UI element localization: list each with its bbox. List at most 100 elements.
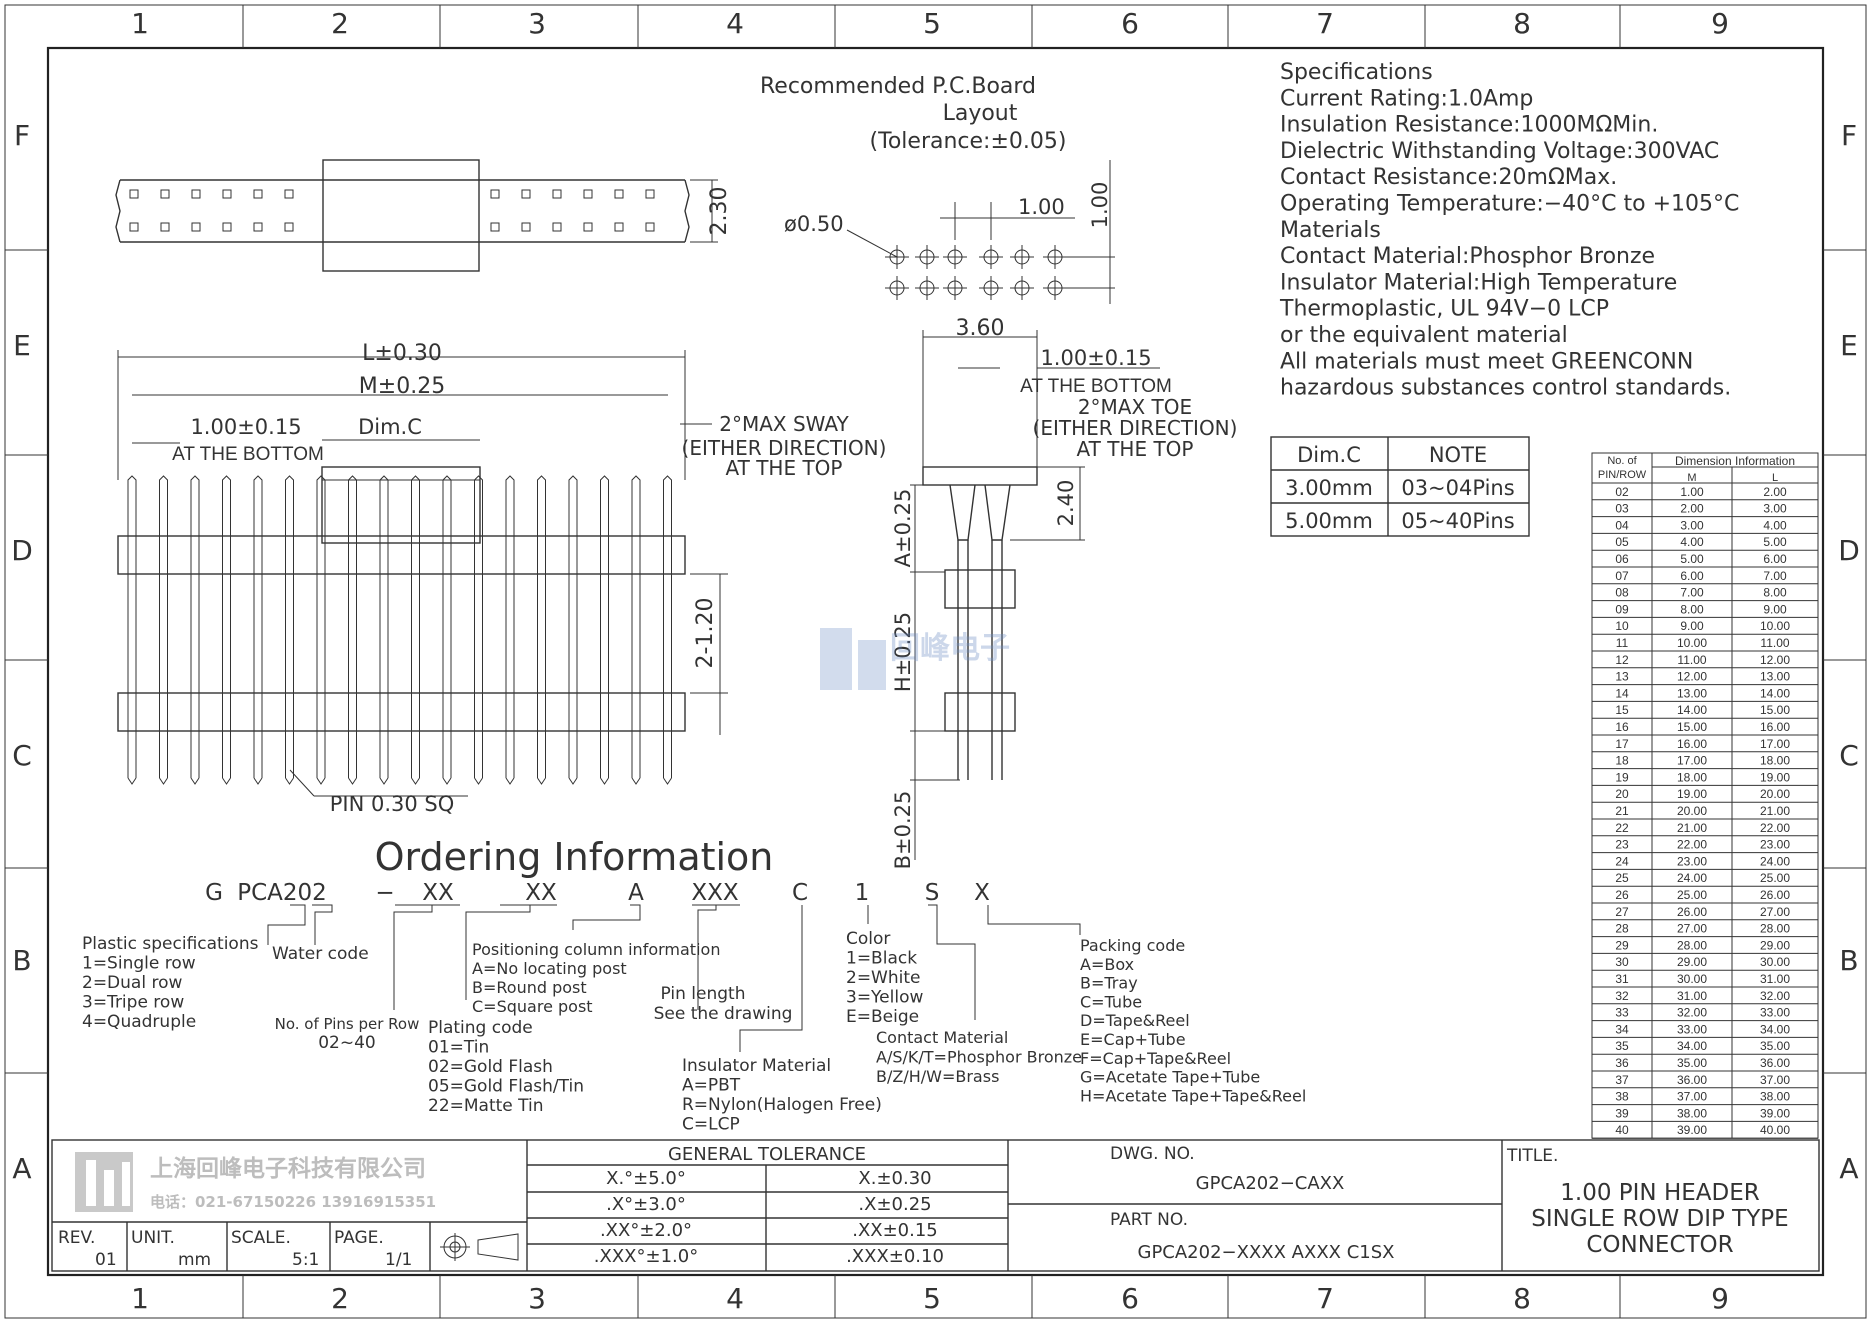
order-plating-2: 02=Gold Flash (428, 1057, 553, 1077)
dim-cell-L: 22.00 (1760, 821, 1790, 835)
order-packing-2: B=Tray (1080, 974, 1138, 993)
zone-col-top-8: 8 (1513, 7, 1531, 40)
order-water-code: Water code (272, 944, 369, 964)
order-plastic-0: Plastic specifications (82, 934, 259, 954)
top-view-pin-square (521, 189, 531, 199)
order-color-3: 3=Yellow (846, 988, 923, 1008)
dim-cell-pins: 07 (1615, 569, 1629, 583)
dim-cell-L: 13.00 (1760, 670, 1790, 684)
dim-cell-M: 14.00 (1677, 703, 1707, 717)
dim-cell-M: 17.00 (1677, 754, 1707, 768)
zone-col-bottom-4: 4 (726, 1282, 744, 1315)
dim-cell-pins: 14 (1615, 686, 1629, 700)
dim-cell-pins: 05 (1615, 535, 1629, 549)
order-packing-5: E=Cap+Tube (1080, 1030, 1186, 1049)
dim-cell-M: 34.00 (1677, 1039, 1707, 1053)
dim-cell-pins: 25 (1615, 871, 1629, 885)
dim-cell-M: 30.00 (1677, 972, 1707, 986)
zone-row-left-C: C (12, 739, 32, 772)
dim-cell-L: 5.00 (1763, 535, 1787, 549)
order-packing-6: F=Cap+Tape&Reel (1080, 1049, 1231, 1068)
dim-cell-L: 40.00 (1760, 1123, 1790, 1137)
front-pin-label: PIN 0.30 SQ (330, 792, 455, 816)
dim-cell-M: 27.00 (1677, 922, 1707, 936)
side-bottom-pitch: 1.00±0.15 (1040, 346, 1151, 370)
zone-row-right-C: C (1839, 739, 1859, 772)
dim-cell-pins: 23 (1615, 838, 1629, 852)
title-label: TITLE. (1506, 1146, 1558, 1166)
inner-frame (46, 46, 1825, 1277)
title-line2: SINGLE ROW DIP TYPE (1531, 1206, 1788, 1232)
zone-row-right-B: B (1839, 944, 1858, 977)
dim-cell-L: 10.00 (1760, 619, 1790, 633)
order-plating-4: 22=Matte Tin (428, 1096, 544, 1116)
order-plastic-4: 4=Quadruple (82, 1012, 196, 1032)
scale-label: SCALE. (231, 1228, 291, 1248)
top-view-pin-square (160, 222, 170, 232)
zone-col-top-9: 9 (1711, 7, 1729, 40)
spec-line-10: or the equivalent material (1280, 323, 1568, 348)
dim-cell-L: 26.00 (1760, 888, 1790, 902)
dim-cell-L: 7.00 (1763, 569, 1787, 583)
tolerance-angle: .X°±3.0° (606, 1194, 686, 1215)
top-view-pin-square (253, 189, 263, 199)
dim-cell-L: 23.00 (1760, 838, 1790, 852)
dim-cell-pins: 31 (1615, 972, 1629, 986)
spec-line-11: All materials must meet GREENCONN (1280, 349, 1693, 374)
top-view-pin-square (129, 222, 139, 232)
dim-cell-M: 33.00 (1677, 1022, 1707, 1036)
dim-cell-pins: 24 (1615, 854, 1629, 868)
order-pinlen-note: See the drawing (654, 1004, 793, 1024)
spec-line-2: Insulation Resistance:1000MΩMin. (1280, 113, 1658, 138)
dim-cell-L: 38.00 (1760, 1090, 1790, 1104)
top-view-pin-square (160, 189, 170, 199)
outer-frame (4, 4, 1867, 1319)
front-sway-line1: 2°MAX SWAY (719, 412, 849, 436)
dim-cell-L: 12.00 (1760, 653, 1790, 667)
dim-cell-M: 10.00 (1677, 636, 1707, 650)
dim-cell-L: 15.00 (1760, 703, 1790, 717)
order-code-segment: XX (525, 880, 557, 906)
dim-cell-pins: 13 (1615, 670, 1629, 684)
order-insulator-1: A=PBT (682, 1076, 741, 1096)
dim-cell-L: 8.00 (1763, 586, 1787, 600)
dim-cell-M: 1.00 (1680, 485, 1704, 499)
dim-cell-L: 19.00 (1760, 770, 1790, 784)
spec-line-7: Contact Material:Phosphor Bronze (1280, 244, 1655, 269)
spec-line-6: Materials (1280, 218, 1381, 243)
dim-cell-M: 6.00 (1680, 569, 1704, 583)
side-width: 3.60 (956, 316, 1005, 341)
ordering-title: Ordering Information (375, 835, 774, 879)
dim-cell-L: 24.00 (1760, 854, 1790, 868)
dim-cell-L: 34.00 (1760, 1022, 1790, 1036)
tolerance-angle: X.°±5.0° (606, 1168, 686, 1189)
zone-col-top-3: 3 (528, 7, 546, 40)
pcb-title-line1: Recommended P.C.Board (760, 74, 1036, 99)
top-view-pin-square (521, 222, 531, 232)
dim-cell-pins: 15 (1615, 703, 1629, 717)
pcb-layout: Recommended P.C.Board Layout (Tolerance:… (760, 74, 1115, 304)
rev-label: REV. (58, 1228, 95, 1248)
top-view-pin-square (222, 189, 232, 199)
dim-cell-M: 22.00 (1677, 838, 1707, 852)
dim-cell-M: 20.00 (1677, 804, 1707, 818)
part-label: PART NO. (1110, 1210, 1188, 1230)
order-pins-title: No. of Pins per Row (275, 1015, 420, 1033)
top-view-pin-square (284, 222, 294, 232)
dim-cell-pins: 38 (1615, 1090, 1629, 1104)
zone-col-bottom-2: 2 (331, 1282, 349, 1315)
order-color-4: E=Beige (846, 1007, 919, 1027)
order-insulator-3: C=LCP (682, 1115, 740, 1135)
front-at-bottom: AT THE BOTTOM (172, 444, 324, 465)
order-packing-4: D=Tape&Reel (1080, 1011, 1190, 1030)
company-phone: 电话：021-67150226 13916915351 (150, 1193, 436, 1211)
order-plating-1: 01=Tin (428, 1038, 489, 1058)
zone-row-right-D: D (1838, 534, 1860, 567)
top-view-pin-square (253, 222, 263, 232)
dim-cell-L: 3.00 (1763, 502, 1787, 516)
